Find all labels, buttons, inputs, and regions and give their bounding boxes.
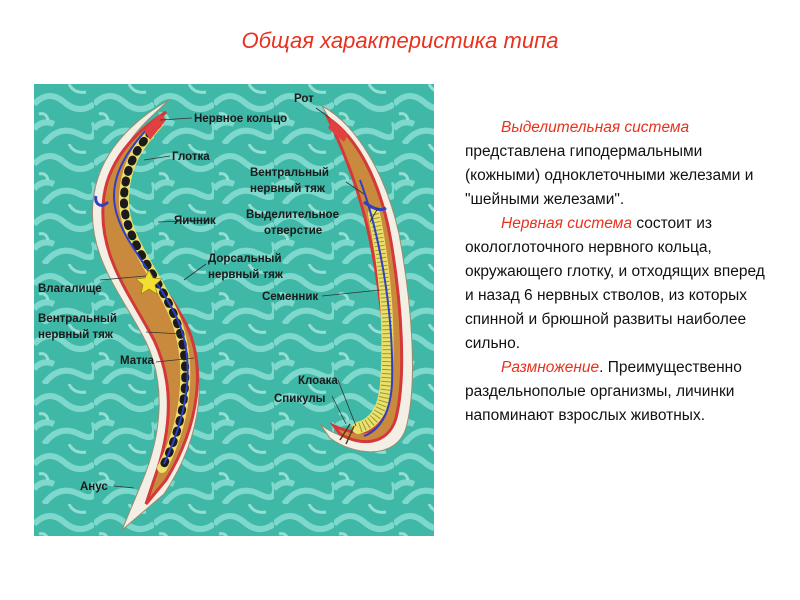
label-uterus: Матка <box>120 355 155 367</box>
label-anus: Анус <box>80 481 108 493</box>
excretory-heading: Выделительная система <box>501 119 689 136</box>
label-ovary: Яичник <box>174 215 216 227</box>
page-title: Общая характеристика типа <box>0 28 800 54</box>
label-nerve-ring: Нервное кольцо <box>194 113 287 125</box>
repro-heading: Размножение <box>501 359 599 376</box>
repro-punct: . <box>599 359 603 376</box>
excretory-body: представлена гиподермальными (кожными) о… <box>465 143 753 208</box>
label-mouth: Рот <box>294 93 314 105</box>
label-pharynx: Глотка <box>172 151 210 163</box>
label-dorsal-line2: нервный тяж <box>208 269 284 281</box>
label-ventral-cord-line1: Вентральный <box>250 167 329 179</box>
label-ventral-left-line2: нервный тяж <box>38 329 114 341</box>
label-dorsal-line1: Дорсальный <box>208 253 282 265</box>
nervous-paragraph: Нервная система состоит из окологлоточно… <box>465 212 770 356</box>
label-ventral-cord-line2: нервный тяж <box>250 183 326 195</box>
description-text: Выделительная система представлена гипод… <box>465 116 770 428</box>
label-vagina: Влагалище <box>38 283 102 295</box>
label-ventral-left-line1: Вентральный <box>38 313 117 325</box>
nervous-body: состоит из окологлоточного нервного коль… <box>465 215 765 352</box>
label-excretory-line1: Выделительное <box>246 209 339 221</box>
nervous-heading: Нервная система <box>501 215 632 232</box>
excretory-paragraph: Выделительная система представлена гипод… <box>465 116 770 212</box>
label-spicules: Спикулы <box>274 393 326 405</box>
label-excretory-line2: отверстие <box>264 225 322 237</box>
figure-background <box>34 84 434 536</box>
nematode-anatomy-figure: Рот Нервное кольцо Глотка Вентральный не… <box>34 84 434 536</box>
label-testis: Семенник <box>262 291 318 303</box>
repro-paragraph: Размножение. Преимущественно раздельнопо… <box>465 356 770 428</box>
label-cloaca: Клоака <box>298 375 338 387</box>
